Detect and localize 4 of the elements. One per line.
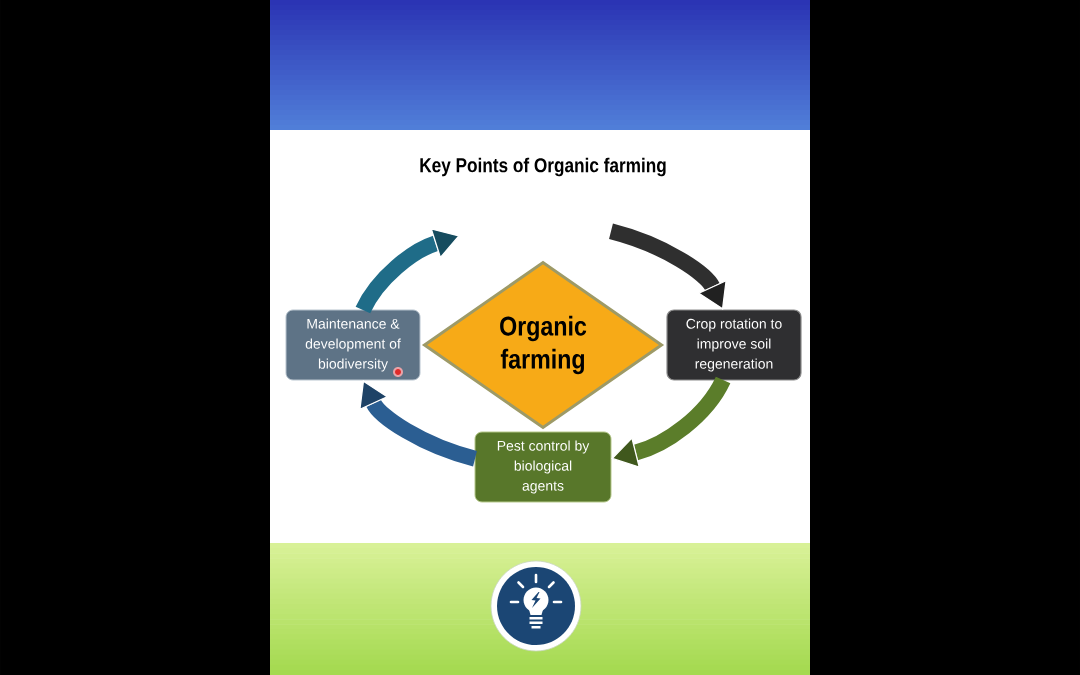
- title: Key Points of Organic farming: [420, 157, 666, 177]
- text-box: Crop rotation to improve soil regeneration: [666, 309, 802, 381]
- text-box: Pest control by biological agents: [474, 431, 612, 503]
- text-box: Maintenance & development of biodiversity: [285, 309, 421, 381]
